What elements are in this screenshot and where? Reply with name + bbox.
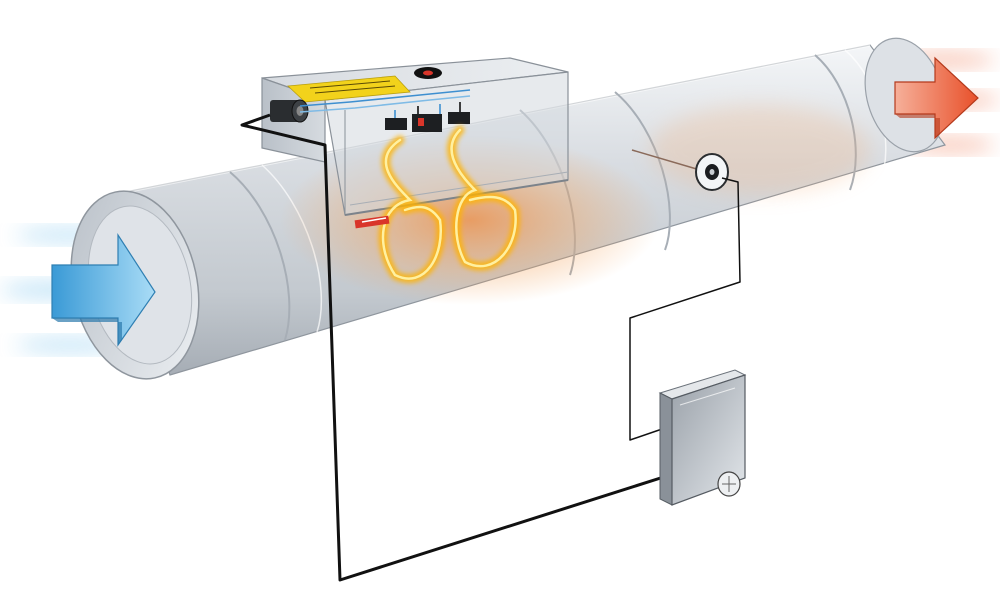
duct-temperature-sensor-icon [631,149,729,191]
warning-label [287,75,411,103]
air-outlet-arrow-icon [894,56,979,140]
heater-control-box [261,57,569,216]
air-inlet-arrow-icon [51,232,156,347]
control-wiring [240,113,741,582]
cable-gland-icon [270,99,309,123]
terminal-block-icon [385,112,470,132]
setpoint-knob-icon [717,471,741,497]
overheat-probe-icon [354,215,390,229]
wall-thermostat-icon [658,369,747,506]
heating-coil-icon [378,125,521,284]
